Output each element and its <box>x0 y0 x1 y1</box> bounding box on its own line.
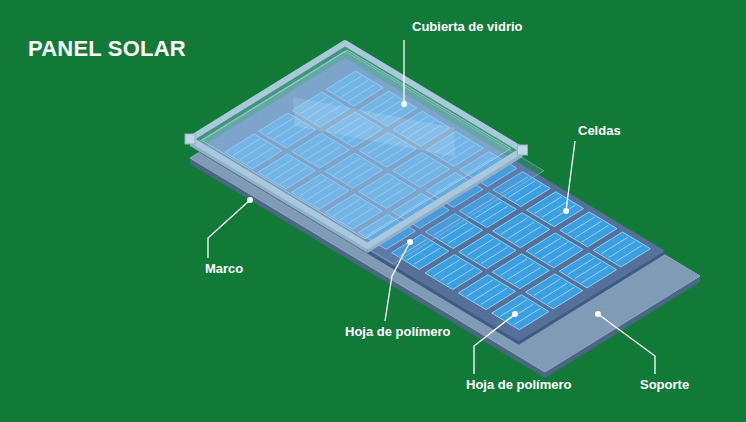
cell-stripe <box>542 201 568 217</box>
cell-stripe <box>474 243 500 259</box>
cell-stripe <box>541 242 567 258</box>
cell-stripe <box>549 205 575 221</box>
cell-stripe <box>515 185 541 201</box>
leader-line <box>403 40 404 104</box>
cell-stripe <box>582 225 608 241</box>
leader-dot <box>247 197 253 203</box>
cell-stripe <box>508 263 534 279</box>
part-label: Cubierta de vidrio <box>412 20 523 35</box>
part-label: Marco <box>205 262 243 277</box>
leader-dot <box>512 311 518 317</box>
cell-stripe <box>575 221 601 237</box>
cell-stripe <box>548 287 574 303</box>
part-label: Hoja de polímero <box>345 325 450 340</box>
cell-stripe <box>514 308 540 324</box>
glass-glare <box>293 97 455 157</box>
leader-dot <box>401 101 407 107</box>
leader-dot <box>563 208 569 214</box>
cell-stripe <box>615 246 641 262</box>
cell-stripe <box>474 284 500 300</box>
cell-stripe <box>602 237 628 253</box>
leader-lines <box>208 40 655 374</box>
cell-stripe <box>467 239 493 255</box>
diagram-title: PANEL SOLAR <box>28 36 186 61</box>
cell-stripe <box>541 283 567 299</box>
glass-inner <box>202 50 511 239</box>
glass-cover <box>190 43 523 246</box>
part-label: Hoja de polímero <box>466 378 571 393</box>
part-label: Celdas <box>578 124 621 139</box>
cell-stripe <box>507 304 533 320</box>
cell-stripe <box>609 241 635 257</box>
cell-stripe <box>568 217 594 233</box>
frame-corner <box>518 145 528 155</box>
cell-stripe <box>481 288 507 304</box>
solar-cell <box>593 232 650 267</box>
cell-stripe <box>447 268 473 284</box>
cell-stripe <box>501 218 527 234</box>
cell-stripe <box>548 246 574 262</box>
cell-stripe <box>481 247 507 263</box>
cell-stripe <box>514 267 540 283</box>
cell-stripe <box>508 222 534 238</box>
leader-line <box>474 314 515 374</box>
cell-stripe <box>534 238 560 254</box>
cell-stripe <box>448 227 474 243</box>
cell-stripe <box>467 280 493 296</box>
cell-stripe <box>535 197 561 213</box>
cell-stripe <box>500 300 526 316</box>
cell-stripe <box>582 266 608 282</box>
leader-line <box>598 314 655 374</box>
cell-stripe <box>414 248 440 264</box>
leader-dot <box>407 239 413 245</box>
cell-stripe <box>575 262 601 278</box>
leader-line <box>566 141 575 211</box>
frame-corner <box>185 134 195 144</box>
cell-stripe <box>433 260 459 276</box>
cell-stripe <box>515 226 541 242</box>
cell-stripe <box>568 258 594 274</box>
cell-stripe <box>482 206 508 222</box>
leader-dot <box>595 311 601 317</box>
cell-stripe <box>534 279 560 295</box>
polymer-sheet-upper <box>195 51 544 264</box>
leader-line <box>385 242 410 321</box>
leader-line <box>208 200 250 258</box>
panel-layers <box>185 43 700 378</box>
part-label: Soporte <box>640 378 689 393</box>
cell-stripe <box>440 264 466 280</box>
cell-stripe <box>501 259 527 275</box>
